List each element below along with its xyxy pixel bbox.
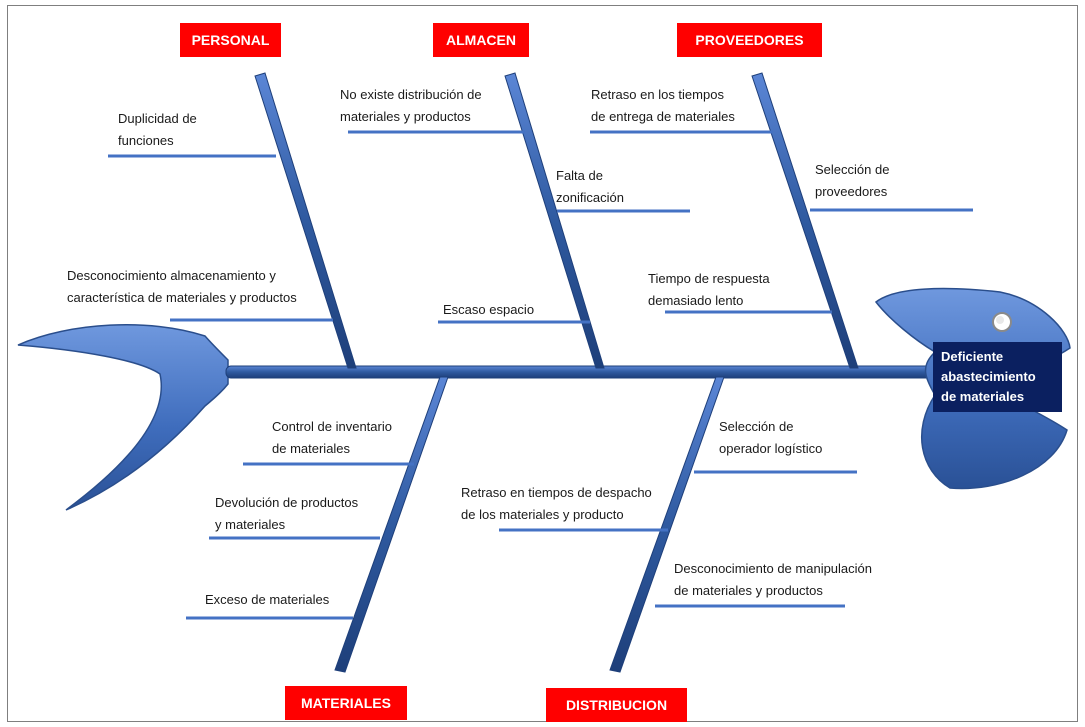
cause-seleccion-proveedores: Selección de proveedores xyxy=(815,162,890,199)
fish-tail xyxy=(17,323,229,511)
category-almacen: ALMACEN xyxy=(433,23,529,57)
cause-devolucion-productos: Devolución de productos y materiales xyxy=(215,495,359,532)
cause-duplicidad-funciones: Duplicidad de funciones xyxy=(118,111,197,148)
cause-desconocimiento-almacenamiento: Desconocimiento almacenamiento y caracte… xyxy=(67,268,297,305)
bone-distribucion xyxy=(609,376,725,673)
category-personal: PERSONAL xyxy=(180,23,281,57)
category-distribucion: DISTRIBUCION xyxy=(546,688,687,722)
bone-almacen xyxy=(504,72,605,369)
cause-exceso-materiales: Exceso de materiales xyxy=(205,592,330,607)
cause-retraso-despacho: Retraso en tiempos de despacho de los ma… xyxy=(461,485,652,522)
bone-personal xyxy=(254,72,357,369)
cause-desconocimiento-manipulacion: Desconocimiento de manipulación de mater… xyxy=(674,561,873,598)
bone-proveedores xyxy=(751,72,859,369)
cause-no-existe-distribucion: No existe distribución de materiales y p… xyxy=(340,87,482,124)
cause-seleccion-operador: Selección de operador logístico xyxy=(719,419,823,456)
cause-control-inventario: Control de inventario de materiales xyxy=(272,419,392,456)
effect-box: Deficiente abastecimiento de materiales xyxy=(933,342,1062,412)
cause-retraso-entrega: Retraso en los tiempos de entrega de mat… xyxy=(591,87,735,124)
fish-spine xyxy=(225,365,937,379)
bone-materiales xyxy=(334,376,449,673)
cause-tiempo-respuesta: Tiempo de respuesta demasiado lento xyxy=(648,271,770,308)
cause-escaso-espacio: Escaso espacio xyxy=(443,302,535,317)
cause-falta-zonificacion: Falta de zonificación xyxy=(556,168,624,205)
category-materiales: MATERIALES xyxy=(285,686,407,720)
category-proveedores: PROVEEDORES xyxy=(677,23,822,57)
